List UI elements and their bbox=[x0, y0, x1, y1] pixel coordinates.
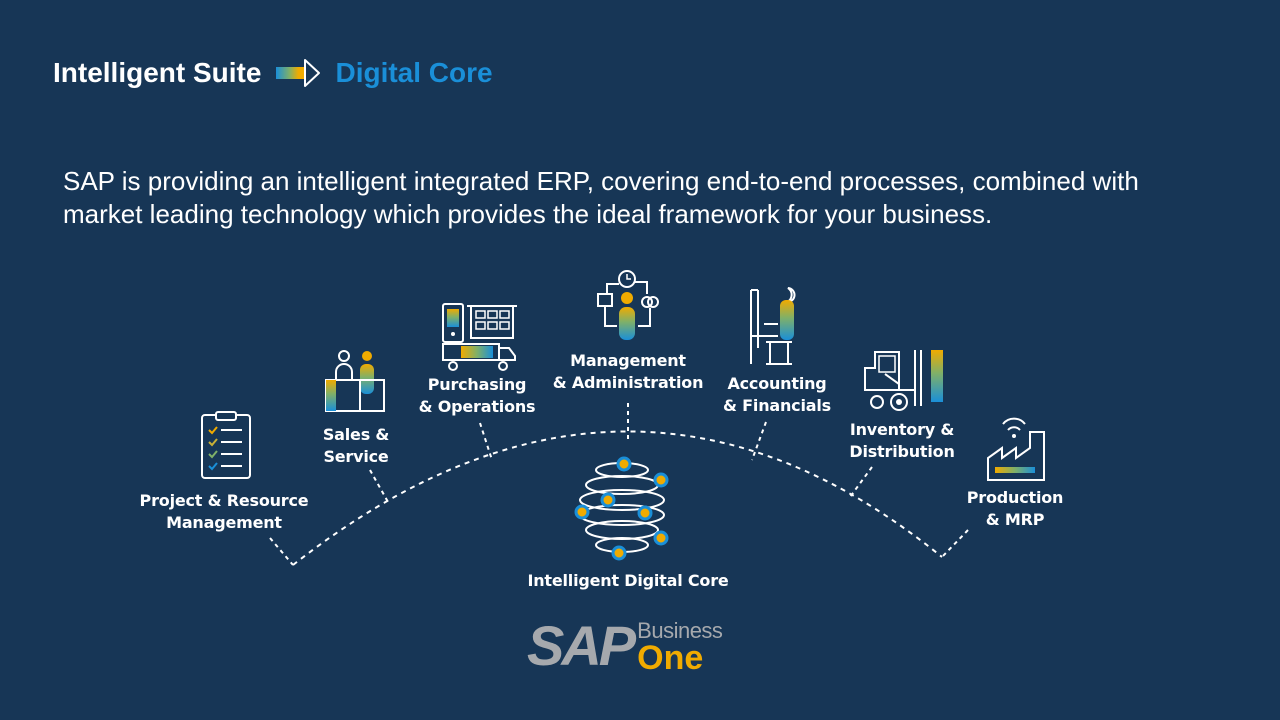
module-accounting-financials: Accounting & Financials bbox=[723, 374, 831, 415]
connector-project bbox=[269, 537, 294, 566]
connector-sales bbox=[369, 469, 389, 503]
factory-icon bbox=[987, 417, 1045, 481]
logo-business: Business bbox=[637, 618, 723, 643]
core-label: Intelligent Digital Core bbox=[527, 571, 729, 590]
forklift-icon bbox=[864, 350, 943, 411]
title-digital-core: Digital Core bbox=[335, 57, 493, 88]
sap-business-one-logo: SAP Business One bbox=[527, 614, 723, 677]
core-nodes bbox=[574, 456, 669, 561]
module-project-resource: Project & Resource Management bbox=[139, 491, 309, 532]
intro-line-2: market leading technology which provides… bbox=[63, 199, 993, 229]
intro-paragraph: SAP is providing an intelligent integrat… bbox=[63, 165, 1233, 231]
connector-lines bbox=[269, 403, 969, 566]
gradient-arrow-icon bbox=[276, 59, 321, 87]
module-inventory-distribution: Inventory & Distribution bbox=[849, 420, 955, 461]
logo-one: One bbox=[637, 639, 704, 677]
intro-line-1: SAP is providing an intelligent integrat… bbox=[63, 166, 1139, 196]
spiral-core-icon bbox=[574, 456, 669, 561]
module-management-administration: Management & Administration bbox=[552, 351, 704, 392]
dashed-arc bbox=[292, 430, 943, 566]
module-purchasing-operations: Purchasing & Operations bbox=[418, 375, 536, 416]
slide-title: Intelligent Suite Digital Core bbox=[53, 56, 493, 90]
module-production-mrp: Production & MRP bbox=[966, 488, 1064, 529]
logo-sap: SAP bbox=[527, 614, 636, 677]
module-sales-service: Sales & Service bbox=[322, 425, 390, 466]
clipboard-checklist-icon bbox=[201, 411, 251, 479]
purchasing-truck-icon bbox=[442, 303, 517, 371]
connector-purchasing bbox=[479, 422, 493, 461]
management-flow-icon bbox=[597, 270, 659, 340]
title-intelligent-suite: Intelligent Suite bbox=[53, 57, 262, 88]
connector-inventory bbox=[849, 466, 873, 498]
connector-accounting bbox=[751, 421, 767, 461]
accountant-desk-icon bbox=[750, 287, 796, 365]
logo-business-one: Business One bbox=[637, 618, 723, 677]
sales-people-icon bbox=[325, 350, 385, 412]
connector-production bbox=[941, 529, 969, 558]
